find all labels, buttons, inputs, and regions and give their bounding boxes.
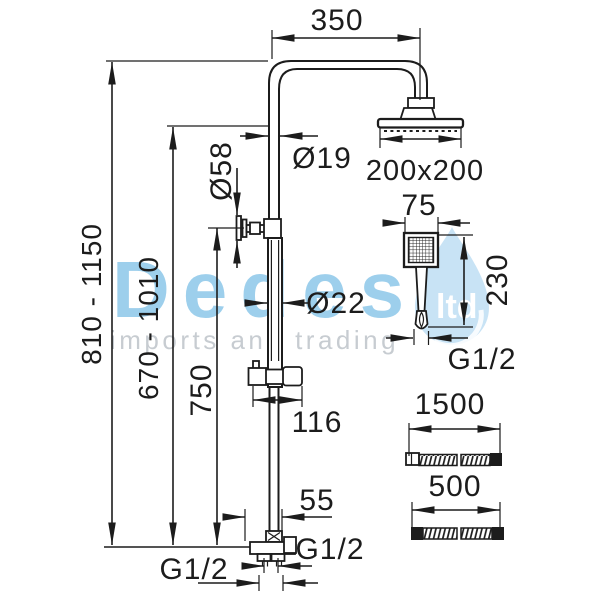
dim-column-height-range-label: 670 - 1010 <box>133 256 164 400</box>
dim-valve-bottom-thread-label: G1/2 <box>159 553 228 586</box>
dim-hand-shower-thread-label: G1/2 <box>447 343 516 376</box>
dim-valve-side-thread-label: G1/2 <box>295 533 364 566</box>
short-hose <box>411 527 504 540</box>
dim-column-height-range: 670 - 1010 <box>133 125 268 545</box>
dim-short-hose-length: 500 <box>411 470 501 530</box>
dim-hand-shower-length: 230 <box>428 234 514 328</box>
dim-arm-length-label: 350 <box>310 4 363 37</box>
hose-fitting <box>411 527 423 540</box>
dim-bracket-height: 750 <box>185 227 244 545</box>
dim-lower-pipe-diameter: Ø22 <box>244 287 366 320</box>
dim-hand-shower-thread: G1/2 <box>386 329 516 376</box>
dim-holder-length-label: 116 <box>292 406 343 439</box>
dim-head-size: 200x200 <box>366 128 484 187</box>
dim-hand-shower-width-label: 75 <box>401 189 436 222</box>
overhead-shower-head <box>376 97 465 132</box>
watermark-tagline-text: imports and trading <box>110 325 399 355</box>
water-drop-highlight <box>432 309 484 349</box>
dim-valve-side-thread: G1/2 <box>241 533 364 573</box>
valve-side-outlet <box>283 536 297 554</box>
dim-upper-pipe-diameter-label: Ø19 <box>292 142 352 175</box>
dim-valve-offset: 55 <box>222 484 334 541</box>
dim-upper-pipe-diameter: Ø19 <box>240 132 352 175</box>
watermark-abbrev-text: ltd <box>436 288 478 326</box>
dim-wall-bracket-diameter: Ø58 <box>205 141 241 268</box>
dim-valve-offset-label: 55 <box>299 484 334 517</box>
dim-arm-length: 350 <box>271 4 421 100</box>
shower-column <box>267 237 283 533</box>
hand-shower <box>402 231 440 330</box>
watermark-logo: Dedes imports and trading ltd <box>110 227 489 355</box>
hose-fitting <box>492 527 504 540</box>
head-cone-fitting <box>399 107 437 120</box>
water-drop-icon <box>415 227 489 345</box>
dim-total-height-range-label: 810 - 1150 <box>76 223 107 365</box>
dim-hand-shower-length-label: 230 <box>481 253 514 306</box>
dim-hand-shower-width: 75 <box>382 189 470 233</box>
watermark-brand-text: Dedes <box>112 245 417 334</box>
head-plate <box>376 117 465 129</box>
dim-bracket-height-label: 750 <box>185 363 218 416</box>
hose-fitting <box>405 452 420 466</box>
hand-shower-outlet <box>414 310 429 330</box>
dim-holder-length: 116 <box>252 386 343 439</box>
dim-valve-bottom-thread: G1/2 <box>159 553 318 591</box>
head-connector-nut <box>407 97 435 109</box>
hand-shower-handle <box>415 266 428 312</box>
dim-head-size-label: 200x200 <box>366 155 484 187</box>
long-hose <box>405 452 502 467</box>
dim-long-hose-length: 1500 <box>408 388 501 456</box>
hose-fitting <box>490 453 502 466</box>
dim-total-height-range: 810 - 1150 <box>76 60 268 545</box>
mixer-valve <box>249 530 297 567</box>
dim-long-hose-length-label: 1500 <box>415 388 486 421</box>
dim-wall-bracket-diameter-label: Ø58 <box>205 141 238 201</box>
dim-lower-pipe-diameter-label: Ø22 <box>306 287 366 320</box>
dim-short-hose-length-label: 500 <box>428 470 481 503</box>
hand-shower-slider-holder <box>247 360 303 387</box>
